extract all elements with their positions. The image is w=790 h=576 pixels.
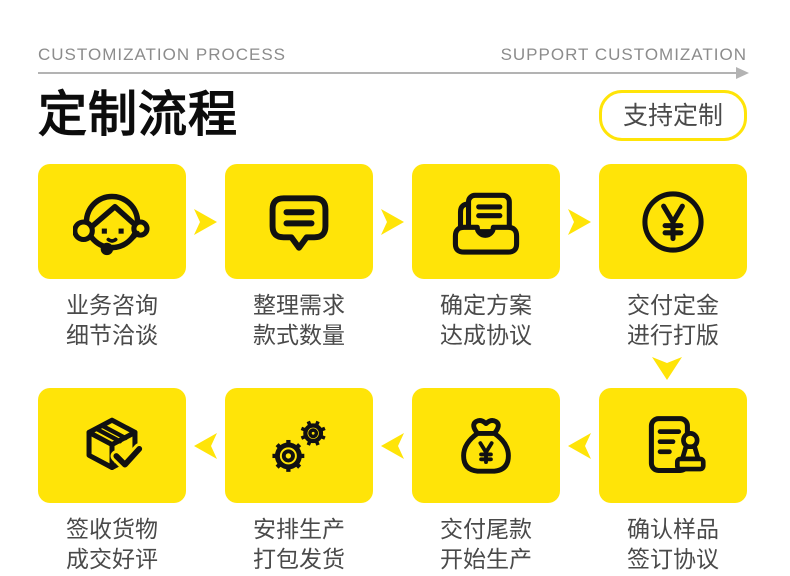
step-5-label-line1: 确认样品 <box>627 516 719 542</box>
header-right-label: SUPPORT CUSTOMIZATION <box>500 45 747 64</box>
step-5-card <box>599 388 747 503</box>
flow-arrow-left-icon <box>194 433 217 459</box>
header-left-label: CUSTOMIZATION PROCESS <box>38 45 287 64</box>
step-1-card <box>38 164 186 279</box>
step-4-label-line2: 进行打版 <box>627 322 719 348</box>
document-tray-icon <box>452 192 520 255</box>
support-customization-badge: 支持定制 <box>598 89 747 141</box>
step-6-label-line2: 开始生产 <box>440 546 532 572</box>
step-8-label-line2: 成交好评 <box>66 546 158 572</box>
header-divider <box>38 67 749 79</box>
yen-coin-icon <box>642 190 704 253</box>
step-5-label-line2: 签订协议 <box>627 546 719 572</box>
flow-row-1: 业务咨询 细节洽谈 整理需求 款式数量 <box>38 164 747 350</box>
flow-arrow-left-icon <box>381 433 404 459</box>
divider-arrowhead-icon <box>736 67 749 79</box>
chat-bubble-icon <box>269 194 329 251</box>
step-3-card <box>412 164 560 279</box>
step-8-label-line1: 签收货物 <box>66 516 158 542</box>
flow-arrow-right-icon <box>381 209 404 235</box>
flow-arrow-left-icon <box>568 433 591 459</box>
step-2-card <box>225 164 373 279</box>
package-check-icon <box>86 417 145 470</box>
step-7: 安排生产 打包发货 <box>225 388 373 574</box>
section-header: CUSTOMIZATION PROCESS SUPPORT CUSTOMIZAT… <box>0 0 790 141</box>
process-flow: 业务咨询 细节洽谈 整理需求 款式数量 <box>0 164 790 574</box>
step-2: 整理需求 款式数量 <box>225 164 373 350</box>
step-7-label-line1: 安排生产 <box>253 516 345 542</box>
gears-icon <box>272 420 326 472</box>
step-3-label-line1: 确定方案 <box>440 292 532 318</box>
step-3-label-line2: 达成协议 <box>440 322 532 348</box>
step-3: 确定方案 达成协议 <box>412 164 560 350</box>
step-4-label-line1: 交付定金 <box>627 292 719 318</box>
step-4: 交付定金 进行打版 <box>599 164 747 350</box>
flow-arrow-down-icon <box>652 357 682 380</box>
step-2-label-line2: 款式数量 <box>253 322 345 348</box>
page-title: 定制流程 <box>38 88 239 142</box>
step-6: 交付尾款 开始生产 <box>412 388 560 574</box>
step-7-label-line2: 打包发货 <box>253 546 345 572</box>
step-4-card <box>599 164 747 279</box>
step-7-card <box>225 388 373 503</box>
step-1-label-line1: 业务咨询 <box>66 292 158 318</box>
step-2-label-line1: 整理需求 <box>253 292 345 318</box>
flow-arrow-right-icon <box>194 209 217 235</box>
flow-arrow-right-icon <box>568 209 591 235</box>
customer-service-agent-icon <box>73 193 150 255</box>
step-8: 签收货物 成交好评 <box>38 388 186 574</box>
flow-row-2: 签收货物 成交好评 <box>38 388 747 574</box>
step-6-card <box>412 388 560 503</box>
flow-row-connector <box>38 350 747 388</box>
step-5: 确认样品 签订协议 <box>599 388 747 574</box>
step-1: 业务咨询 细节洽谈 <box>38 164 186 350</box>
step-8-card <box>38 388 186 503</box>
money-bag-icon <box>461 417 511 474</box>
step-1-label-line2: 细节洽谈 <box>66 322 158 348</box>
step-6-label-line1: 交付尾款 <box>440 516 532 542</box>
document-stamp-icon <box>648 415 706 473</box>
